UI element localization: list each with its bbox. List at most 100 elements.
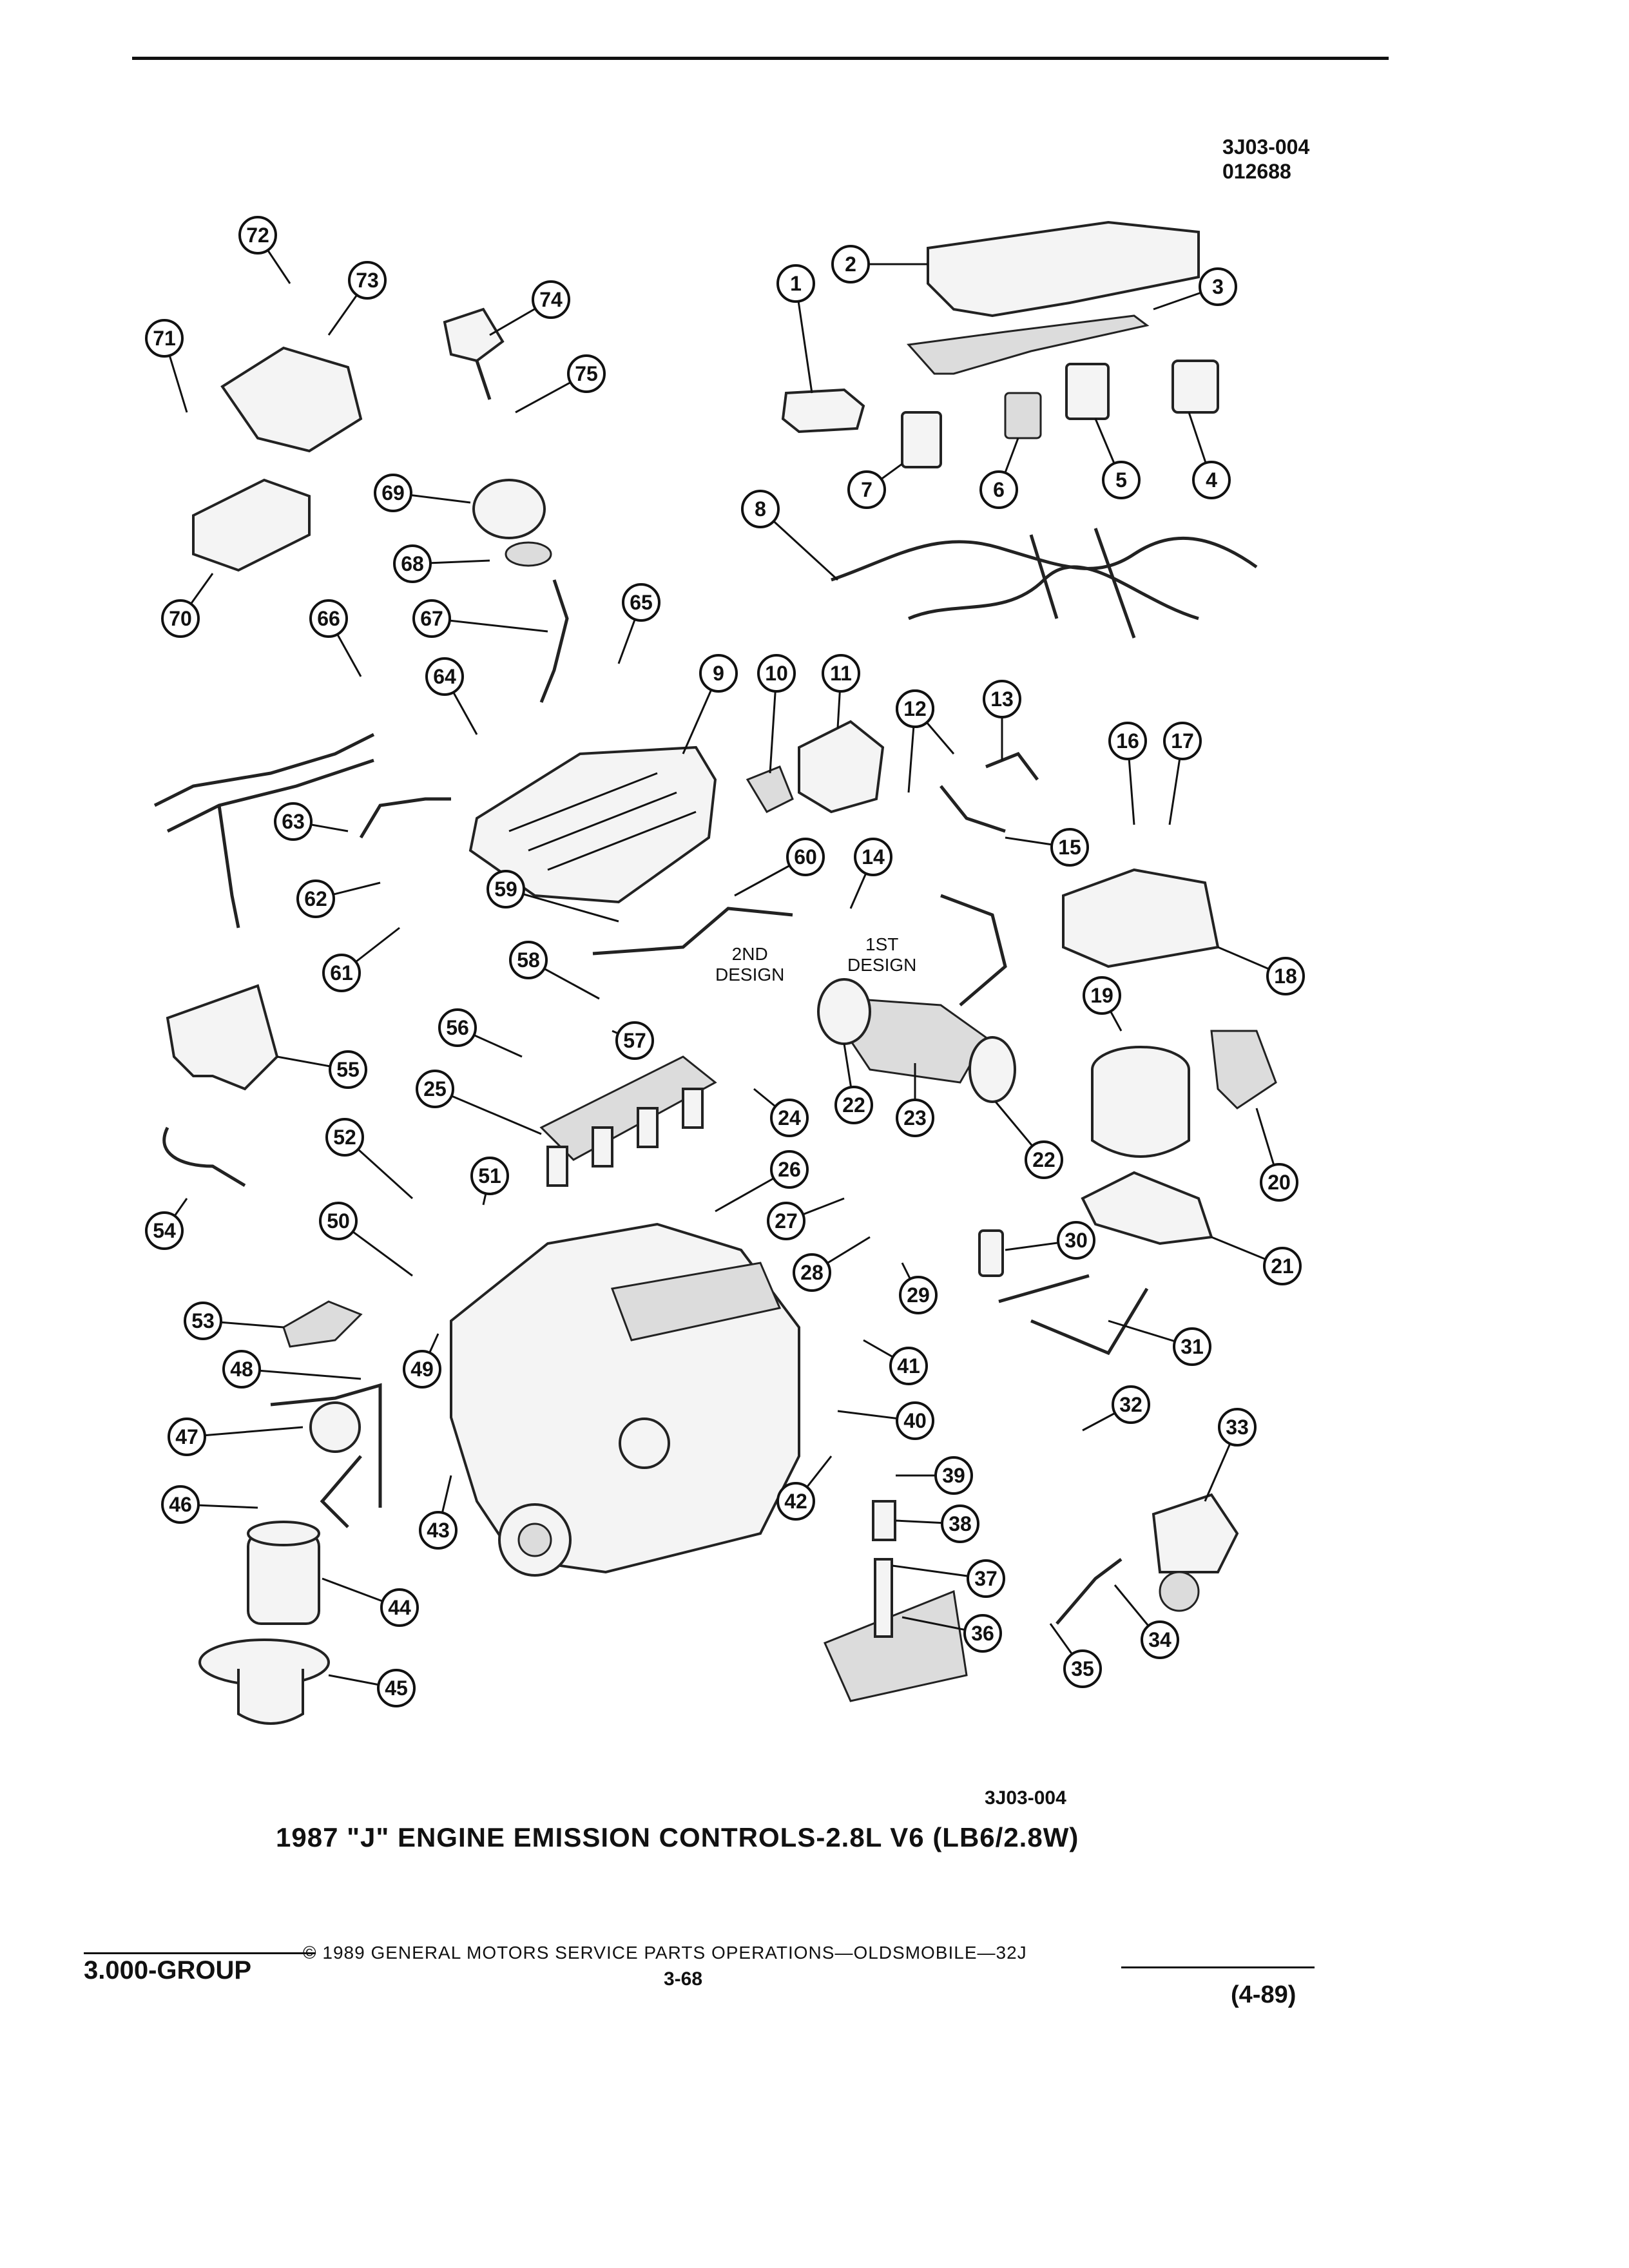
- callout-number: 29: [907, 1283, 930, 1307]
- callout-number: 14: [862, 845, 885, 869]
- callout-leader: [431, 617, 548, 633]
- callout-circle: [1218, 1408, 1257, 1446]
- callout-2: 2: [831, 245, 928, 284]
- callout-circle: [899, 1276, 938, 1314]
- callout-1: 1: [776, 264, 815, 394]
- callout-number: 22: [842, 1093, 865, 1117]
- callout-63: 63: [274, 802, 349, 841]
- callout-66: 66: [309, 599, 362, 677]
- callout-59: 59: [487, 870, 619, 923]
- callout-9: 9: [682, 654, 738, 754]
- callout-33: 33: [1204, 1408, 1257, 1502]
- callout-circle: [222, 1350, 261, 1389]
- callout-circle: [329, 1050, 367, 1089]
- callout-number: 49: [410, 1358, 434, 1381]
- second-design-label: 2ND DESIGN: [715, 944, 785, 985]
- callout-number: 60: [794, 845, 817, 869]
- callout-40: 40: [837, 1401, 934, 1440]
- callout-number: 70: [169, 607, 192, 630]
- callout-circle: [1025, 1140, 1063, 1179]
- callout-68: 68: [393, 544, 490, 583]
- callout-number: 59: [494, 878, 517, 901]
- callout-18: 18: [1217, 946, 1305, 995]
- callout-13: 13: [983, 680, 1021, 760]
- callout-72: 72: [238, 216, 291, 284]
- callout-number: 45: [385, 1677, 408, 1700]
- callout-circle: [793, 1253, 831, 1292]
- footer-rule-left: [84, 1952, 316, 1954]
- callout-12: 12: [896, 689, 955, 754]
- callout-58: 58: [509, 941, 600, 1000]
- footer-revision: (4-89): [1231, 1981, 1296, 2008]
- callout-number: 48: [230, 1358, 253, 1381]
- callout-circle: [168, 1418, 206, 1456]
- callout-circle: [770, 1099, 809, 1137]
- callout-number: 27: [775, 1209, 798, 1233]
- callout-52: 52: [325, 1118, 414, 1200]
- callout-number: 18: [1274, 965, 1297, 988]
- callout-number: 11: [830, 662, 852, 685]
- callout-circle: [145, 319, 184, 358]
- callout-number: 10: [765, 662, 788, 685]
- callout-number: 33: [1226, 1416, 1249, 1439]
- callout-36: 36: [901, 1614, 1002, 1653]
- callout-17: 17: [1163, 722, 1202, 825]
- callout-number: 53: [191, 1309, 215, 1332]
- callout-number: 57: [623, 1029, 646, 1052]
- callout-number: 30: [1065, 1229, 1088, 1252]
- callout-28: 28: [793, 1236, 871, 1292]
- callout-circle: [1199, 267, 1237, 306]
- callout-24: 24: [753, 1088, 809, 1137]
- callout-11: 11: [822, 654, 860, 729]
- callout-circle: [622, 583, 660, 622]
- callout-circle: [896, 689, 934, 728]
- callout-circle: [767, 1202, 805, 1240]
- callout-21: 21: [1211, 1236, 1302, 1285]
- callout-61: 61: [322, 927, 400, 992]
- callout-number: 16: [1116, 729, 1139, 753]
- callout-circle: [161, 1485, 200, 1524]
- callout-23: 23: [896, 1063, 934, 1137]
- callout-29: 29: [899, 1262, 938, 1314]
- callout-leader: [241, 1368, 361, 1380]
- callout-19: 19: [1083, 976, 1123, 1032]
- callout-circle: [1141, 1620, 1179, 1659]
- callout-62: 62: [296, 879, 381, 918]
- callout-number: 73: [356, 269, 379, 292]
- callout-circle: [1173, 1327, 1211, 1366]
- callout-number: 25: [423, 1077, 447, 1100]
- callout-circle: [416, 1070, 454, 1108]
- callout-number: 74: [539, 288, 563, 311]
- footer-rule-right: [1121, 1966, 1315, 1968]
- callout-34: 34: [1113, 1584, 1179, 1659]
- callout-65: 65: [617, 583, 660, 664]
- callout-number: 7: [861, 478, 872, 501]
- callout-number: 26: [778, 1158, 801, 1181]
- callout-22: 22: [834, 1043, 873, 1124]
- callout-27: 27: [767, 1197, 845, 1240]
- callout-number: 1: [790, 272, 802, 295]
- callout-circle: [1112, 1385, 1150, 1424]
- callout-number: 3: [1212, 275, 1224, 298]
- callout-73: 73: [327, 261, 387, 336]
- callout-6: 6: [979, 437, 1019, 509]
- callout-number: 4: [1206, 468, 1217, 492]
- callout-circle: [380, 1588, 419, 1627]
- callout-16: 16: [1108, 722, 1147, 825]
- callout-circle: [1102, 461, 1141, 499]
- callout-67: 67: [412, 599, 548, 638]
- figure-title: 1987 "J" ENGINE EMISSION CONTROLS-2.8L V…: [276, 1822, 1079, 1852]
- callout-circle: [1108, 722, 1147, 760]
- callout-circle: [403, 1350, 441, 1389]
- callout-circle: [854, 838, 892, 876]
- callout-number: 15: [1058, 836, 1081, 859]
- callout-number: 19: [1090, 984, 1113, 1007]
- footer-group: 3.000-GROUP: [84, 1956, 252, 1984]
- callout-22: 22: [994, 1101, 1063, 1179]
- callout-number: 21: [1271, 1254, 1294, 1278]
- callout-number: 51: [478, 1164, 501, 1187]
- callout-70: 70: [161, 573, 214, 638]
- callout-number: 2: [845, 253, 856, 276]
- callout-circle: [184, 1302, 222, 1340]
